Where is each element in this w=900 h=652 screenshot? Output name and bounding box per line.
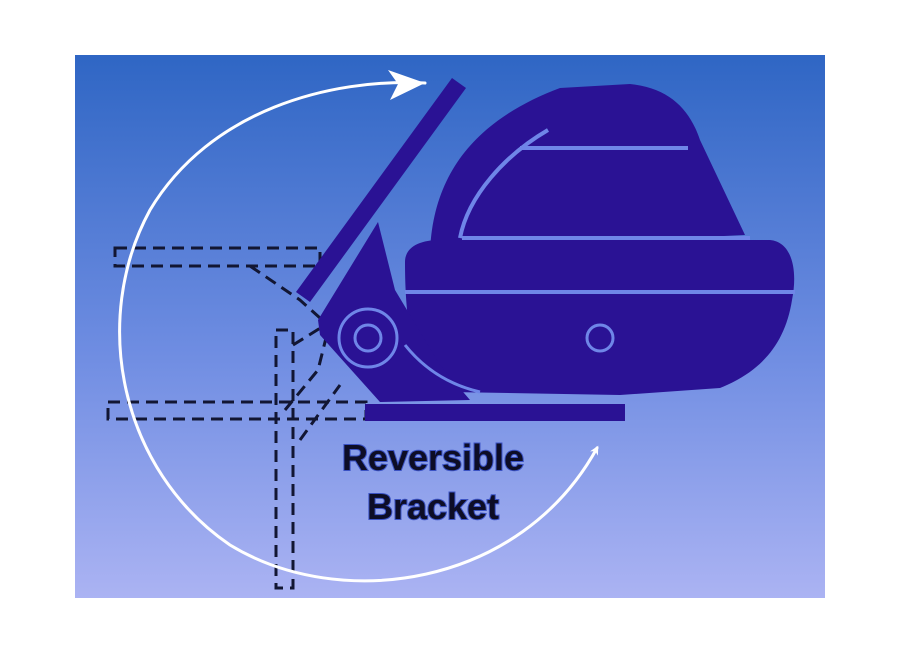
circular-arrow-icon — [118, 81, 599, 583]
top-arrowhead — [388, 70, 425, 100]
fishfinder-unit-icon — [405, 84, 795, 395]
alternate-bracket-outline — [106, 246, 368, 590]
pivot-outer-ring — [336, 306, 400, 370]
pivot-inner-ring — [353, 323, 383, 353]
label-line-1: Reversible — [342, 437, 524, 478]
mounting-bracket-icon — [296, 78, 625, 421]
label-line-2: Bracket — [367, 486, 499, 527]
side-knob — [585, 323, 615, 353]
